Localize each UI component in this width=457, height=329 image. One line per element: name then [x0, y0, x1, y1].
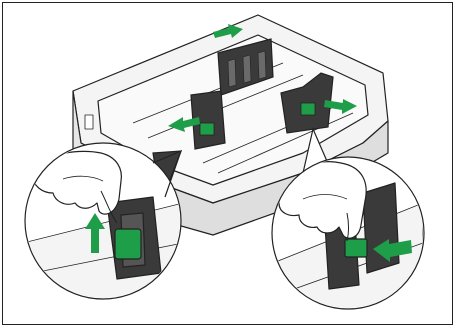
paper-tray-illustration	[3, 3, 453, 325]
illustration-frame	[2, 2, 453, 325]
